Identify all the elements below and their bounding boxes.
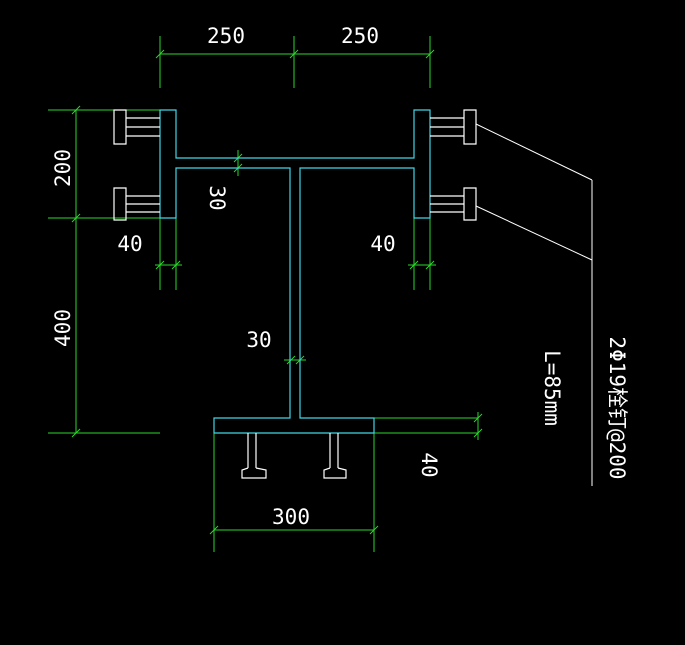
stud-right-bottom (430, 187, 477, 221)
tick (71, 105, 81, 115)
label-left-flange-40: 40 (117, 232, 142, 256)
dimension-lines (48, 36, 483, 552)
leader-line-bottom (475, 205, 593, 261)
tick (71, 213, 81, 223)
tick (369, 525, 379, 535)
label-web-30: 30 (246, 328, 271, 352)
tick (473, 428, 483, 438)
stud-annotations: 2Φ19栓钉@200 L=85mm (540, 336, 629, 479)
label-bottom-flange-40: 40 (417, 452, 441, 477)
stud-left-bottom (113, 187, 160, 221)
label-top-left-250: 250 (207, 24, 245, 48)
label-bottom-300: 300 (272, 505, 310, 529)
steel-section-outline (159, 109, 431, 434)
label-right-flange-40: 40 (370, 232, 395, 256)
label-left-400: 400 (51, 309, 75, 347)
leader-lines (475, 123, 593, 486)
tick (155, 260, 165, 270)
leader-line-top (475, 123, 593, 181)
tick (71, 428, 81, 438)
tick (409, 260, 419, 270)
stud-length-label: L=85mm (540, 350, 564, 426)
tick (473, 413, 483, 423)
label-top-flange-30: 30 (205, 185, 229, 210)
label-left-200: 200 (51, 149, 75, 187)
stud-bottom-right (323, 433, 347, 479)
tick (171, 260, 181, 270)
stud-spec-label: 2Φ19栓钉@200 (605, 336, 629, 479)
tick (425, 260, 435, 270)
dimension-labels: 250 250 200 400 30 40 40 30 300 40 (51, 24, 441, 529)
section-profile (159, 109, 431, 434)
tick (425, 49, 435, 59)
tick (286, 355, 296, 365)
tick (209, 525, 219, 535)
stud-left-top (113, 109, 160, 145)
tick (155, 49, 165, 59)
label-top-right-250: 250 (341, 24, 379, 48)
stud-right-top (430, 109, 477, 145)
shear-studs (113, 109, 477, 479)
stud-bottom-left (241, 433, 267, 479)
tick (289, 49, 299, 59)
